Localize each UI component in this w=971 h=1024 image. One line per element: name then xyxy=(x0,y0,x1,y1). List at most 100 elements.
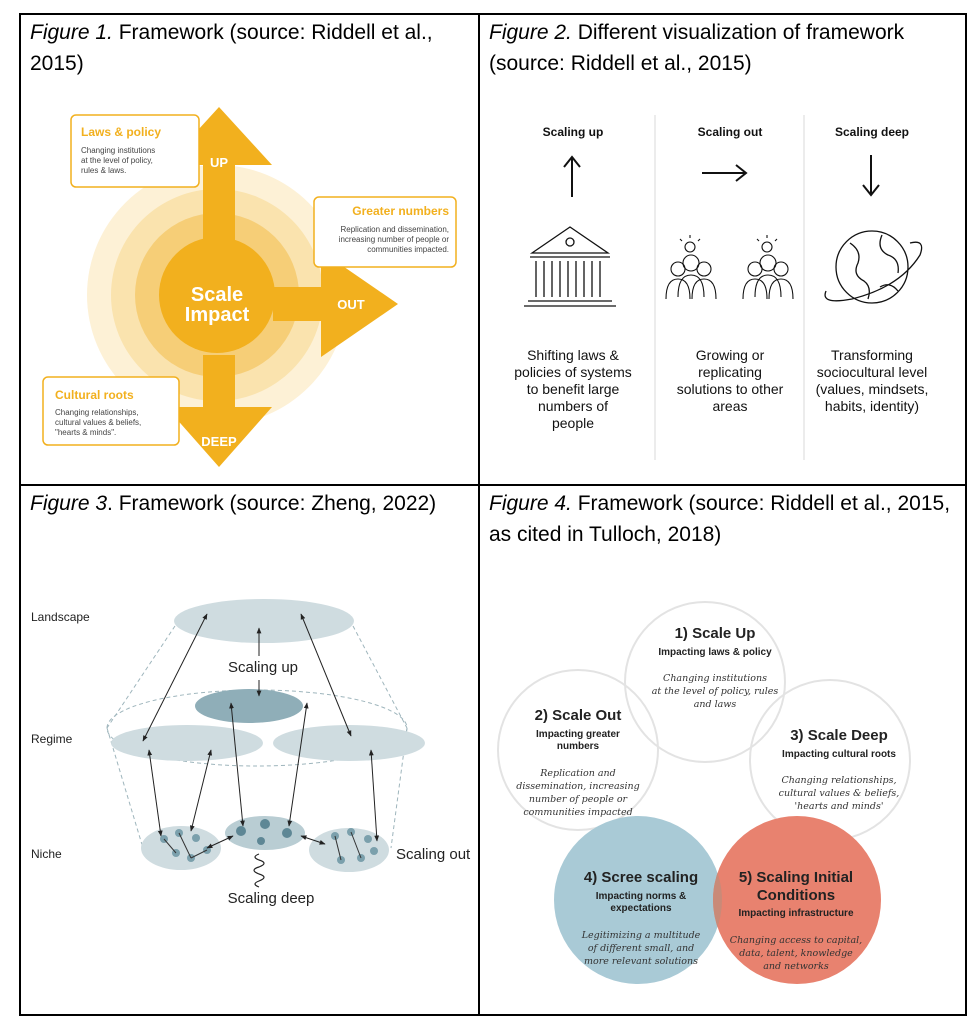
circle-scale-out xyxy=(497,669,659,831)
funnel-dashed-right-bottom xyxy=(390,727,408,849)
figure-1-caption-text: Framework (source: Riddell et al., 2015) xyxy=(30,21,433,75)
initial-conditions-desc-2: data, talent, knowledge xyxy=(739,948,853,959)
landscape-ellipse xyxy=(174,599,354,643)
desc-line: solutions to other xyxy=(677,381,784,397)
figure-2-caption-label: Figure 2. xyxy=(489,21,572,44)
desc-line: (values, mindsets, xyxy=(816,381,929,397)
scree-scaling-desc-1: Legitimizing a multitude xyxy=(581,930,701,941)
deep-arrow xyxy=(166,355,272,467)
initial-conditions-desc-3: and networks xyxy=(763,961,829,972)
laws-desc-2: at the level of policy, xyxy=(81,156,153,165)
numbers-desc-1: Replication and dissemination, xyxy=(340,225,449,234)
niche-links xyxy=(163,831,362,861)
circle-initial-conditions xyxy=(713,816,881,984)
scale-out-title: 2) Scale Out xyxy=(535,707,622,724)
figure-3-cell: Figure 3. Framework (source: Zheng, 2022… xyxy=(21,486,478,1014)
desc-line: habits, identity) xyxy=(825,398,919,414)
desc-scaling-up: Shifting laws & policies of systems to b… xyxy=(514,347,631,431)
scale-deep-desc-2: cultural values & beliefs, xyxy=(779,788,900,799)
scale-deep-title: 3) Scale Deep xyxy=(790,727,888,744)
initial-conditions-desc-1: Changing access to capital, xyxy=(730,935,862,946)
scale-out-desc-3: number of people or xyxy=(529,794,629,805)
laws-box xyxy=(70,114,200,188)
regime-center-ellipse xyxy=(195,689,303,723)
circle-scree-scaling xyxy=(554,816,722,984)
figure-4-cell: Figure 4. Framework (source: Riddell et … xyxy=(480,486,965,1014)
level-label-niche: Niche xyxy=(31,847,62,861)
scale-deep-desc-1: Changing relationships, xyxy=(781,775,896,786)
regime-left-ellipse xyxy=(111,725,263,761)
table-border-left xyxy=(19,13,21,1016)
numbers-desc-2: increasing number of people or xyxy=(339,235,450,244)
figure-1-cell: Figure 1. Framework (source: Riddell et … xyxy=(21,15,478,484)
scale-out-subtitle-1: Impacting greater xyxy=(536,729,620,740)
figure-2-caption: Figure 2. Different visualization of fra… xyxy=(489,17,955,79)
up-label: UP xyxy=(210,155,228,170)
scale-out-desc-4: communities impacted xyxy=(523,807,632,818)
scaling-arrows xyxy=(142,613,380,849)
laws-desc-1: Changing institutions xyxy=(81,146,155,155)
scale-up-subtitle: Impacting laws & policy xyxy=(658,647,772,658)
initial-conditions-subtitle: Impacting infrastructure xyxy=(738,908,853,919)
roots-title: Cultural roots xyxy=(55,388,134,402)
funnel-dashed-right-top xyxy=(352,625,408,729)
desc-line: areas xyxy=(712,398,747,414)
circle-scale-deep xyxy=(749,679,911,841)
laws-title: Laws & policy xyxy=(81,125,161,139)
scaling-deep-spiral-icon xyxy=(253,853,265,888)
desc-line: people xyxy=(552,415,594,431)
figure-3-caption: Figure 3. Framework (source: Zheng, 2022… xyxy=(30,488,468,519)
desc-scaling-deep: Transforming sociocultural level (values… xyxy=(816,347,929,414)
desc-line: Shifting laws & xyxy=(527,347,619,363)
desc-line: to benefit large xyxy=(527,381,620,397)
initial-conditions-title-2: Conditions xyxy=(757,887,835,904)
niche-center-ellipse xyxy=(225,816,305,850)
table-border-bottom xyxy=(19,1014,967,1016)
figure-1-diagram: Scale Impact UP OUT DEEP Laws & policy C… xyxy=(42,107,457,467)
scale-up-desc-3: and laws xyxy=(694,699,737,710)
column-title-scaling-deep: Scaling deep xyxy=(835,125,909,139)
figure-3-caption-text: . Framework (source: Zheng, 2022) xyxy=(107,492,437,515)
out-arrow xyxy=(273,251,398,357)
globe-icon xyxy=(824,230,923,304)
numbers-desc-3: communities impacted. xyxy=(367,245,449,254)
scale-out-subtitle-2: numbers xyxy=(557,741,600,752)
figure-3-caption-label: Figure 3 xyxy=(30,492,108,515)
desc-line: policies of systems xyxy=(514,364,631,380)
scree-scaling-title: 4) Scree scaling xyxy=(584,869,698,886)
desc-line: Transforming xyxy=(831,347,913,363)
scale-deep-subtitle: Impacting cultural roots xyxy=(782,749,896,760)
numbers-box xyxy=(313,196,457,268)
table-border-top xyxy=(19,13,967,15)
roots-box xyxy=(42,376,180,446)
level-label-regime: Regime xyxy=(31,732,73,746)
scale-out-desc-1: Replication and xyxy=(539,768,616,779)
scaling-up-label: Scaling up xyxy=(228,659,298,676)
column-title-scaling-out: Scaling out xyxy=(698,125,763,139)
circle-scale-up xyxy=(624,601,786,763)
roots-desc-3: "hearts & minds". xyxy=(55,428,116,437)
scale-deep-desc-3: 'hearts and minds' xyxy=(795,801,884,812)
scaling-out-label: Scaling out xyxy=(396,846,471,863)
down-arrow-icon xyxy=(862,155,880,197)
impact-ring-core xyxy=(159,237,275,353)
figure-1-caption: Figure 1. Framework (source: Riddell et … xyxy=(30,17,468,79)
funnel-dashed-left-top xyxy=(106,625,176,729)
scree-scaling-desc-3: more relevant solutions xyxy=(584,956,698,967)
out-label: OUT xyxy=(337,297,365,312)
figure-2-caption-text: Different visualization of framework (so… xyxy=(489,21,905,75)
scale-up-desc-2: at the level of policy, rules xyxy=(652,686,779,697)
roots-desc-2: cultural values & beliefs, xyxy=(55,418,141,427)
figure-4-caption-text: Framework (source: Riddell et al., 2015,… xyxy=(489,492,951,546)
figure-2-diagram: Scaling up Scaling out Scaling deep xyxy=(514,115,929,460)
table-border-middle-vertical xyxy=(478,13,480,1016)
scale-up-desc-1: Changing institutions xyxy=(663,673,767,684)
figure-4-diagram: 1) Scale Up Impacting laws & policy Chan… xyxy=(497,601,911,984)
center-label-impact: Impact xyxy=(185,304,250,326)
center-label-scale: Scale xyxy=(191,284,243,306)
laws-desc-3: rules & laws. xyxy=(81,166,126,175)
figure-4-caption: Figure 4. Framework (source: Riddell et … xyxy=(489,488,955,550)
level-label-landscape: Landscape xyxy=(31,610,90,624)
desc-line: sociocultural level xyxy=(817,364,928,380)
scaling-deep-label: Scaling deep xyxy=(228,890,315,907)
